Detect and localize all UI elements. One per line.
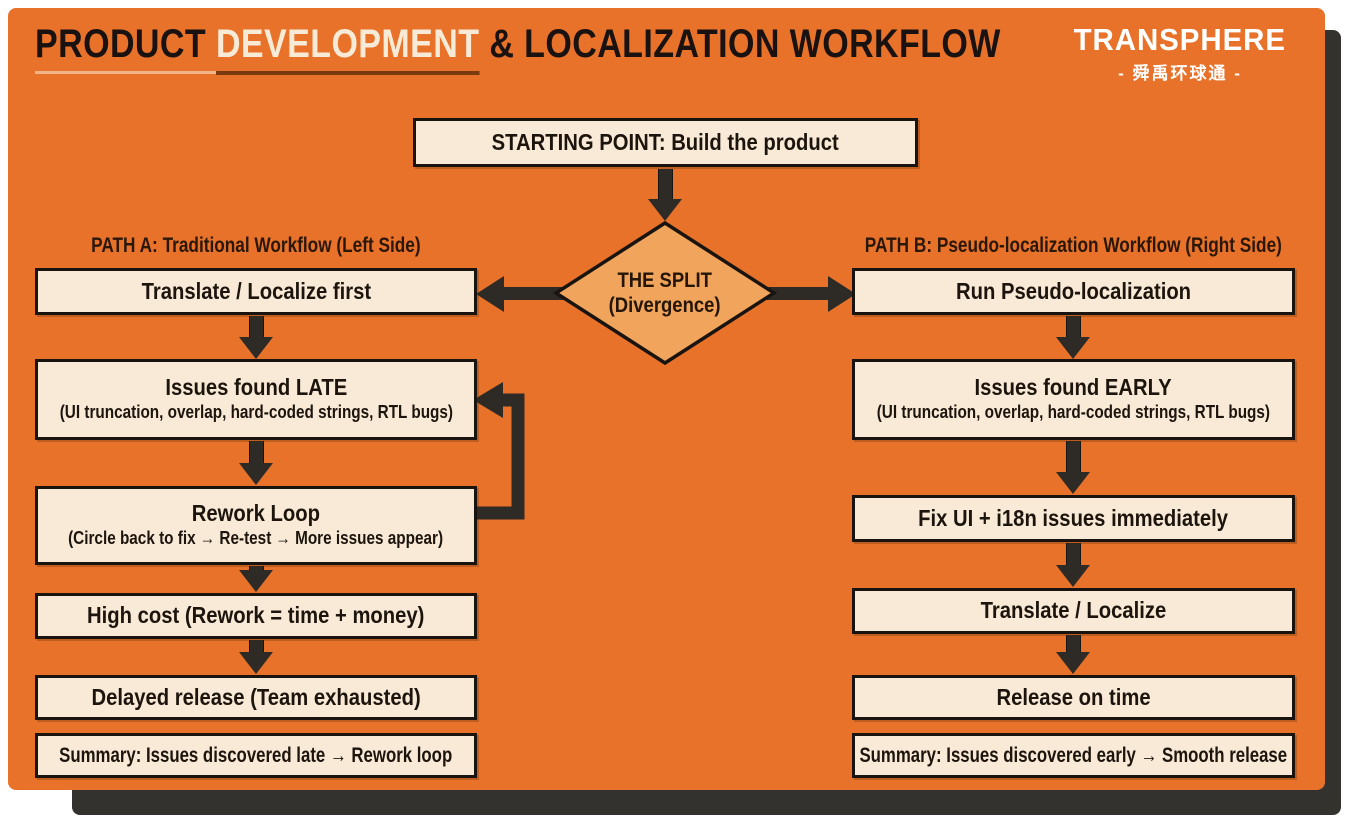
path-b-step-fix-issues: Fix UI + i18n issues immediately — [852, 495, 1295, 542]
node-label: Release on time — [996, 683, 1151, 710]
arrow-down-icon — [239, 463, 273, 485]
node-label: Run Pseudo-localization — [955, 277, 1192, 304]
arrow-stem — [1065, 316, 1081, 337]
path-b-step-translate: Translate / Localize — [852, 588, 1295, 634]
path-a-step-high-cost: High cost (Rework = time + money) — [35, 593, 477, 639]
arrow-down-icon — [1056, 652, 1090, 674]
path-b-header-text: PATH B: Pseudo-localization Workflow (Ri… — [864, 234, 1283, 257]
node-label: Issues found EARLY — [974, 374, 1173, 401]
arrow-stem — [248, 441, 264, 463]
start-node: STARTING POINT: Build the product — [413, 118, 918, 167]
arrow-stem — [248, 566, 264, 570]
arrow-down-icon — [239, 570, 273, 592]
path-a-header: PATH A: Traditional Workflow (Left Side) — [35, 230, 477, 262]
arrow-right-icon — [828, 276, 856, 312]
split-diamond-label: THE SPLIT (Divergence) — [553, 220, 777, 366]
arrow-down-icon — [1056, 337, 1090, 359]
path-a-step-rework-loop: Rework Loop (Circle back to fix → Re-tes… — [35, 486, 477, 565]
arrow-down-icon — [239, 337, 273, 359]
title-part1: PRODUCT — [35, 22, 216, 74]
title-part2: & LOCALIZATION WORKFLOW — [479, 22, 1001, 66]
path-b-header: PATH B: Pseudo-localization Workflow (Ri… — [852, 230, 1295, 262]
arrow-stem — [1065, 635, 1081, 652]
arrow-a1 — [239, 316, 273, 359]
start-node-label: STARTING POINT: Build the product — [491, 128, 840, 155]
arrow-down-icon — [1056, 472, 1090, 494]
path-b-step-release-on-time: Release on time — [852, 675, 1295, 720]
path-b-step-run-pseudo: Run Pseudo-localization — [852, 268, 1295, 315]
arrow-b3 — [1056, 543, 1090, 587]
split-line1: THE SPLIT — [617, 268, 713, 292]
node-label: Summary: Issues discovered late → Rework… — [59, 743, 453, 767]
node-label: Summary: Issues discovered early → Smoot… — [859, 743, 1288, 767]
node-label: Rework Loop — [191, 500, 321, 527]
node-sublabel: (Circle back to fix → Re-test → More iss… — [68, 528, 444, 549]
path-a-step-translate-first: Translate / Localize first — [35, 268, 477, 315]
node-sublabel: (UI truncation, overlap, hard-coded stri… — [59, 402, 453, 423]
arrow-stem — [657, 169, 673, 199]
arrow-b4 — [1056, 635, 1090, 674]
arrow-stem — [1065, 441, 1081, 472]
arrow-stem — [248, 640, 264, 652]
logo-brand-text: TRANSPHERE — [1073, 22, 1287, 57]
arrow-down-icon — [648, 199, 682, 221]
arrow-left-icon — [473, 382, 503, 418]
arrow-down-icon — [239, 652, 273, 674]
node-label: Issues found LATE — [165, 374, 347, 401]
node-label: High cost (Rework = time + money) — [87, 602, 425, 629]
arrow-a3 — [239, 566, 273, 592]
node-label: Translate / Localize first — [141, 277, 371, 304]
rework-loop-connector — [473, 382, 525, 520]
path-b-step-issues-early: Issues found EARLY (UI truncation, overl… — [852, 359, 1295, 440]
split-diamond — [553, 220, 777, 366]
node-label: Delayed release (Team exhausted) — [91, 683, 421, 710]
path-a-header-text: PATH A: Traditional Workflow (Left Side) — [91, 234, 421, 257]
node-label: Translate / Localize — [980, 597, 1167, 624]
path-a-step-delayed-release: Delayed release (Team exhausted) — [35, 675, 477, 720]
node-label: Fix UI + i18n issues immediately — [918, 504, 1229, 531]
arrow-stem — [1065, 543, 1081, 565]
arrow-b2 — [1056, 441, 1090, 494]
logo-subtitle-text: - 舜禹环球通 - — [1118, 64, 1242, 83]
arrow-start-to-split — [648, 169, 682, 221]
arrow-stem — [248, 316, 264, 337]
title-highlight: DEVELOPMENT — [215, 22, 480, 75]
node-sublabel: (UI truncation, overlap, hard-coded stri… — [876, 402, 1271, 423]
arrow-a4 — [239, 640, 273, 674]
transphere-logo: TRANSPHERE - 舜禹环球通 - — [1040, 22, 1320, 84]
arrow-a2 — [239, 441, 273, 485]
path-a-summary: Summary: Issues discovered late → Rework… — [35, 733, 477, 778]
page-title: PRODUCT DEVELOPMENT & LOCALIZATION WORKF… — [35, 22, 1001, 75]
path-a-step-issues-late: Issues found LATE (UI truncation, overla… — [35, 359, 477, 440]
arrow-b1 — [1056, 316, 1090, 359]
path-b-summary: Summary: Issues discovered early → Smoot… — [852, 733, 1295, 778]
split-line2: (Divergence) — [609, 294, 721, 317]
arrow-left-icon — [476, 276, 504, 312]
arrow-down-icon — [1056, 565, 1090, 587]
